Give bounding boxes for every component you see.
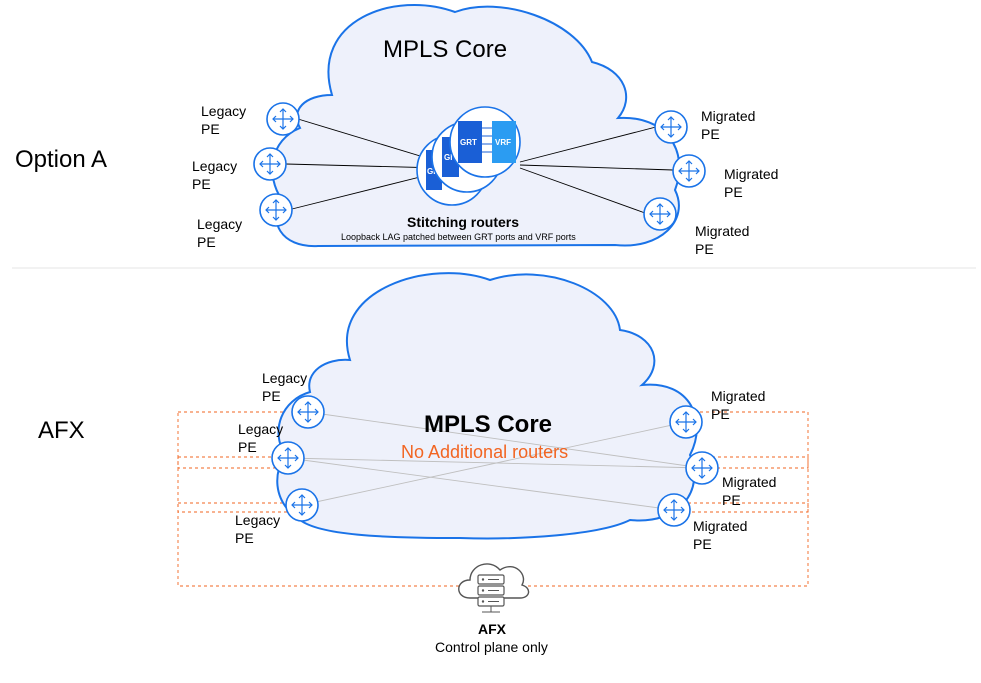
afx-data-links	[287, 411, 703, 511]
option-a-title: Option A	[15, 146, 108, 173]
mpls-core-cloud-afx	[276, 272, 698, 540]
stitching-routers-subtitle: Loopback LAG patched between GRT ports a…	[341, 232, 576, 242]
stitch-chip-vrf: VRF	[495, 138, 511, 147]
afx-node-label: AFX	[478, 621, 506, 637]
afx-section-title: AFX	[38, 417, 85, 444]
stitching-routers: GI GI GRT VRF	[416, 106, 521, 206]
mpls-core-label-option-a: MPLS Core	[383, 36, 508, 63]
stitch-chip-partial-2: GI	[444, 153, 452, 162]
stitch-chip-partial-1: GI	[427, 167, 435, 176]
stitching-routers-title: Stitching routers	[407, 214, 520, 230]
migrated-pe-router-icon-a1	[654, 110, 688, 144]
migrated-pe-router-icon-a2	[672, 154, 706, 188]
afx-server-cloud-icon	[458, 563, 530, 613]
option-a-links	[285, 118, 674, 214]
mpls-core-label-afx: MPLS Core	[424, 411, 553, 438]
migrated-pe-router-icon-b1	[669, 405, 703, 439]
legacy-pe-router-icon-a2	[253, 147, 287, 181]
migrated-pe-router-icon-b3	[657, 493, 691, 527]
legacy-pe-router-icon-a1	[266, 102, 300, 136]
stitch-chip-grt: GRT	[460, 138, 477, 147]
afx-node-sublabel: Control plane only	[435, 639, 548, 655]
no-additional-routers-note: No Additional routers	[401, 442, 569, 462]
migrated-pe-router-icon-b2	[685, 451, 719, 485]
legacy-pe-router-icon-a3	[259, 193, 293, 227]
migrated-pe-router-icon-a3	[643, 197, 677, 231]
legacy-pe-router-icon-b3	[285, 488, 319, 522]
